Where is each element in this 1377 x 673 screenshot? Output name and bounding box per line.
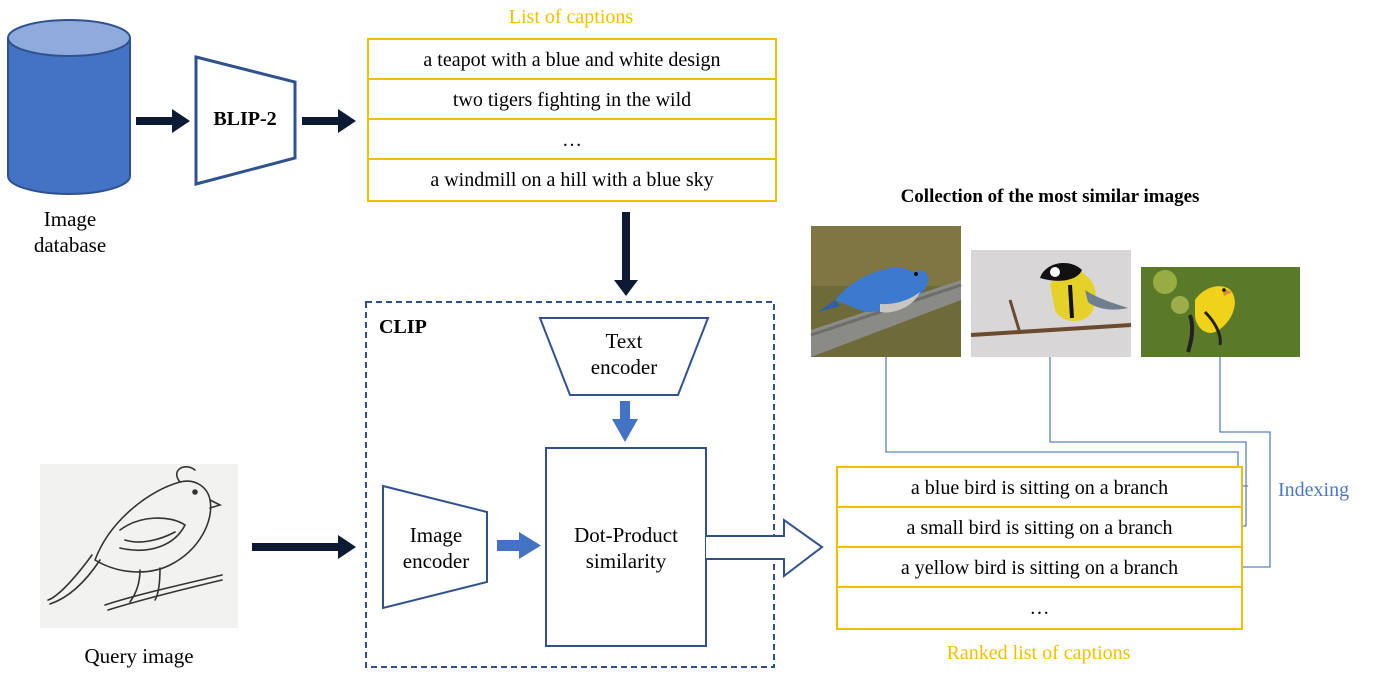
ranked-caption-item: a small bird is sitting on a branch <box>838 508 1241 548</box>
ranked-caption-item: a yellow bird is sitting on a branch <box>838 548 1241 588</box>
caption-item: a teapot with a blue and white design <box>369 40 775 80</box>
image-encoder-label: Image encoder <box>386 522 486 574</box>
similar-image-blue-bird <box>810 226 962 357</box>
similarity-label-line2: similarity <box>585 549 667 573</box>
database-cylinder-icon <box>7 19 131 195</box>
arrow-image-encoder-to-similarity <box>497 532 541 559</box>
arrow-similarity-to-ranked <box>706 518 824 579</box>
arrow-text-encoder-to-similarity <box>612 401 638 442</box>
blip2-label: BLIP-2 <box>213 108 277 130</box>
query-sketch-image <box>40 464 238 628</box>
image-encoder-label-line1: Image <box>409 523 463 547</box>
database-label-line1: Image <box>43 207 97 231</box>
arrow-captions-to-clip <box>614 212 638 296</box>
text-encoder-label-line1: Text <box>605 329 643 353</box>
captions-list: a teapot with a blue and white design tw… <box>367 38 777 202</box>
ranked-captions-title: Ranked list of captions <box>946 642 1131 664</box>
text-encoder-label-line2: encoder <box>590 355 658 379</box>
caption-item: a windmill on a hill with a blue sky <box>430 169 714 191</box>
caption-item: two tigers fighting in the wild <box>369 80 775 120</box>
similarity-label: Dot-Product similarity <box>546 522 706 574</box>
arrow-query-to-clip <box>252 535 356 559</box>
arrow-blip-to-captions <box>302 109 356 133</box>
text-encoder-shape <box>538 317 710 396</box>
query-image-label: Query image <box>84 644 194 668</box>
indexing-label: Indexing <box>1278 479 1350 501</box>
database-label: Image database <box>12 206 128 258</box>
similar-image-goldfinch <box>1141 267 1300 357</box>
image-encoder-shape <box>382 484 488 610</box>
clip-container <box>365 301 775 668</box>
image-encoder-label-line2: encoder <box>402 549 470 573</box>
blip2-model-shape <box>194 55 297 186</box>
similarity-label-line1: Dot-Product <box>574 523 678 547</box>
ranked-caption-item: a blue bird is sitting on a branch <box>838 468 1241 508</box>
captions-title: List of captions <box>508 6 634 28</box>
clip-label: CLIP <box>379 316 427 338</box>
ranked-captions-list: a blue bird is sitting on a branch a sma… <box>836 466 1243 630</box>
similarity-box <box>545 447 707 647</box>
database-label-line2: database <box>33 233 107 257</box>
arrow-database-to-blip <box>136 109 190 133</box>
caption-item: … <box>369 120 775 160</box>
similar-image-great-tit <box>970 250 1132 357</box>
text-encoder-label: Text encoder <box>570 328 678 380</box>
collection-title: Collection of the most similar images <box>900 186 1200 207</box>
ranked-caption-item: … <box>1029 597 1050 619</box>
